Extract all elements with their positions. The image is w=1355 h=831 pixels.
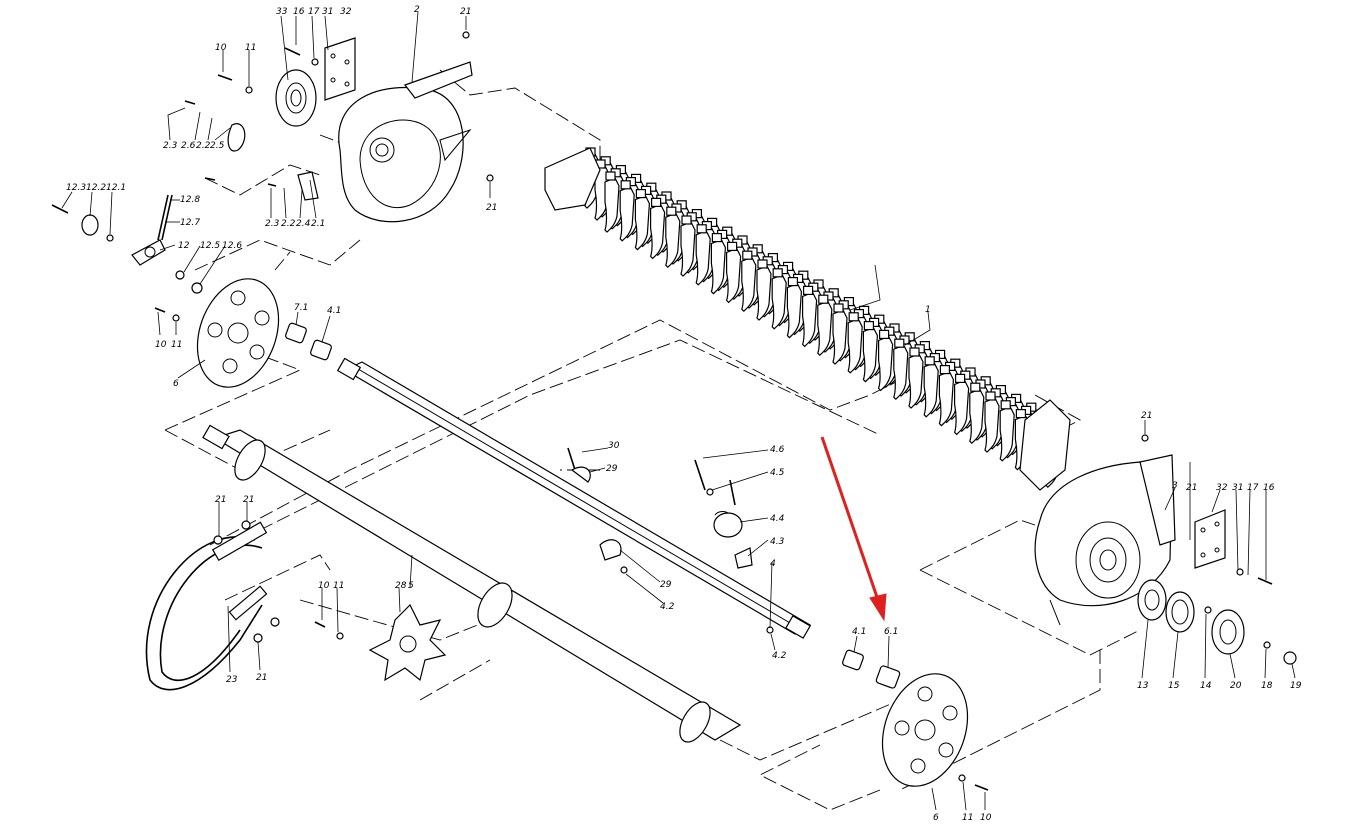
- part-label: 4.2: [660, 602, 675, 612]
- part-label: 12.7: [180, 218, 200, 228]
- part-label: 10: [318, 581, 330, 591]
- right-rotor-disc: [881, 673, 989, 791]
- left-bearing-flange: [275, 69, 317, 127]
- crank-arm-assembly: [51, 194, 203, 294]
- part-label: 12.3: [66, 183, 86, 193]
- part-label: 3: [1172, 481, 1178, 491]
- part-label: 16: [1263, 483, 1275, 493]
- part-label: 21: [1186, 483, 1197, 493]
- part-label: 6: [933, 813, 939, 823]
- part-label: 31: [1232, 483, 1243, 493]
- part-label: 31: [322, 7, 333, 17]
- part-label: 11: [962, 813, 973, 823]
- part-label: 11: [333, 581, 344, 591]
- part-label: 19: [1290, 681, 1302, 691]
- right-mounting-plate: [1194, 509, 1226, 569]
- spring-tensioner-parts: [567, 447, 774, 634]
- part-label: 1: [925, 305, 931, 315]
- right-housing: [1034, 434, 1176, 626]
- red-pointer-arrow: [820, 436, 887, 622]
- part-label: 12: [178, 241, 190, 251]
- part-label: 32: [1216, 483, 1228, 493]
- part-label: 28: [395, 581, 407, 591]
- left-small-fasteners: [184, 31, 494, 201]
- part-label: 2.2: [281, 219, 296, 229]
- part-label: 29: [660, 580, 672, 590]
- part-label: 21: [243, 495, 254, 505]
- part-label: 30: [608, 441, 620, 451]
- part-label: 14: [1200, 681, 1212, 691]
- part-label: 10: [980, 813, 992, 823]
- part-label: 6.1: [884, 627, 898, 637]
- part-label: 12.2: [86, 183, 106, 193]
- left-rotor-disc: [154, 278, 280, 388]
- part-label: 33: [276, 7, 288, 17]
- part-label: 2.3: [163, 141, 178, 151]
- part-label: 4.3: [770, 537, 785, 547]
- leader-lines: [61, 11, 1296, 811]
- part-label: 4: [770, 559, 776, 569]
- part-label: 2.3: [265, 219, 280, 229]
- part-label: 18: [1261, 681, 1273, 691]
- part-label: 2.4: [296, 219, 311, 229]
- left-bushings: [285, 322, 332, 361]
- part-label: 12.8: [180, 195, 200, 205]
- part-label: 21: [215, 495, 226, 505]
- part-label: 17: [1247, 483, 1259, 493]
- part-label: 21: [256, 673, 267, 683]
- part-label: 20: [1230, 681, 1242, 691]
- part-label: 4.2: [772, 651, 787, 661]
- part-label: 12.5: [200, 241, 220, 251]
- left-mounting-plate: [324, 37, 356, 101]
- part-label: 13: [1137, 681, 1149, 691]
- rotor-comb-end-brackets: [544, 147, 1071, 491]
- part-label: 11: [171, 340, 182, 350]
- paddle-star: [314, 603, 447, 682]
- part-label: 4.5: [770, 468, 785, 478]
- part-label: 4.1: [852, 627, 866, 637]
- part-label: 11: [245, 43, 256, 53]
- part-label: 23: [226, 675, 238, 685]
- part-label: 12.6: [222, 241, 242, 251]
- part-label: 16: [293, 7, 305, 17]
- drive-belt: [145, 520, 280, 691]
- part-label: 15: [1168, 681, 1180, 691]
- part-label: 2.1: [311, 219, 325, 229]
- part-label: 10: [215, 43, 227, 53]
- part-label: 21: [1141, 411, 1152, 421]
- part-label: 10: [155, 340, 167, 350]
- part-label: 21: [486, 203, 497, 213]
- part-label: 4.6: [770, 445, 785, 455]
- part-label: 17: [308, 7, 320, 17]
- part-label: 2: [414, 5, 420, 15]
- part-label: 4.4: [770, 514, 785, 524]
- part-label: 4.1: [327, 306, 341, 316]
- part-label: 5: [408, 581, 414, 591]
- part-label: 2.5: [210, 141, 225, 151]
- part-label: 7.1: [294, 303, 308, 313]
- main-rotor-shaft: [336, 357, 812, 639]
- part-label: 12.1: [106, 183, 126, 193]
- part-label: 2.2: [196, 141, 211, 151]
- right-bearing-stack: [1137, 568, 1297, 665]
- part-label: 32: [340, 7, 352, 17]
- rotor-tine-comb: [584, 147, 1061, 489]
- part-label: 29: [606, 464, 618, 474]
- part-label: 2.6: [181, 141, 196, 151]
- part-label: 21: [460, 7, 471, 17]
- right-bushings: [842, 649, 901, 689]
- left-housing: [338, 61, 473, 223]
- part-number-labels: 33 16 17 31 32 2 21 10 11 2.3 2.6 2.2 2.…: [66, 5, 1302, 823]
- drive-shaft: [202, 424, 742, 743]
- part-label: 6: [173, 379, 179, 389]
